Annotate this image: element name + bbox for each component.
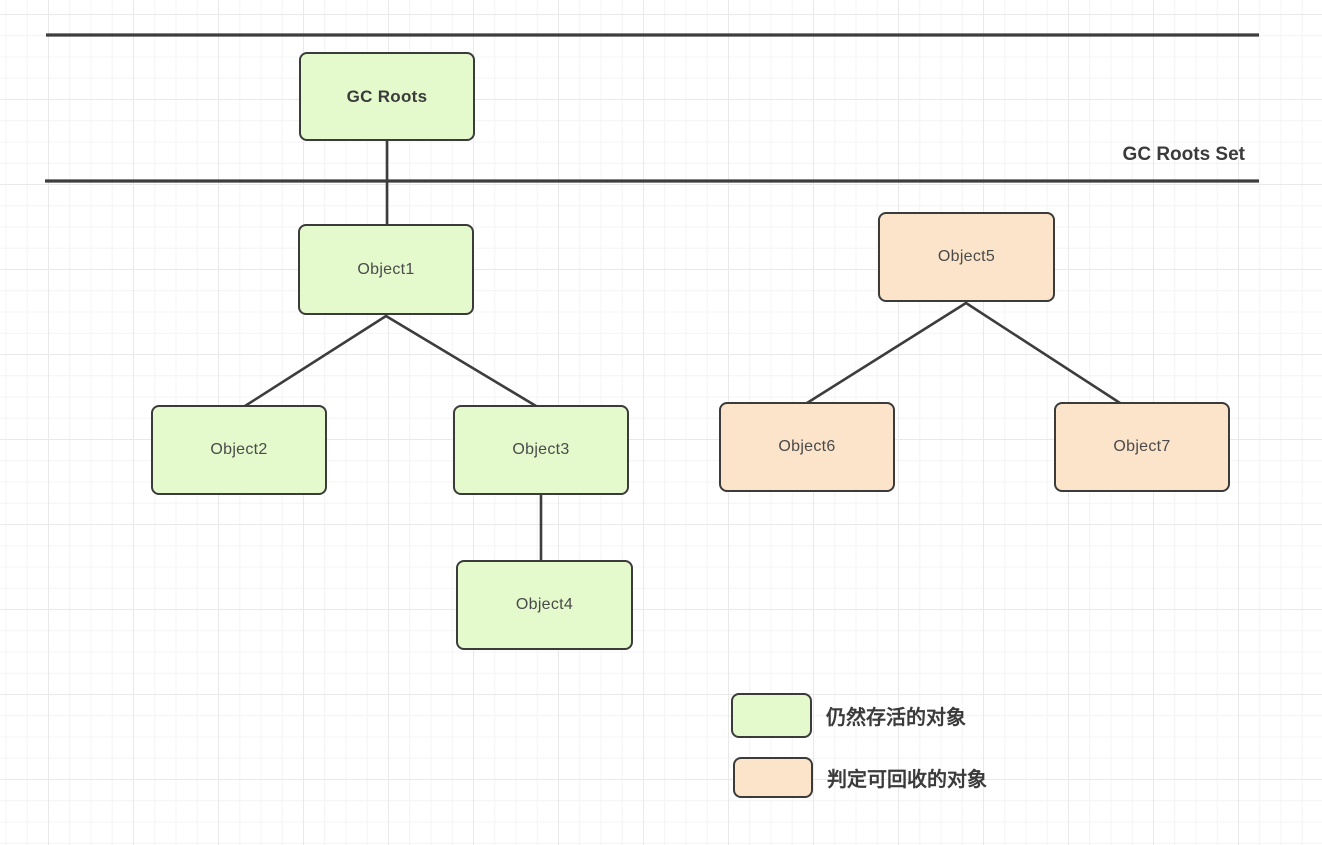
legend-swatch-alive <box>731 693 812 738</box>
node-object5: Object5 <box>878 212 1055 302</box>
node-object1: Object1 <box>298 224 474 315</box>
node-object7-label: Object7 <box>1113 438 1171 455</box>
node-object7: Object7 <box>1054 402 1230 492</box>
legend-item-alive: 仍然存活的对象 <box>731 693 966 738</box>
legend-label-alive: 仍然存活的对象 <box>826 707 966 729</box>
node-object3-label: Object3 <box>512 441 570 458</box>
node-gc-roots-label: GC Roots <box>346 86 428 106</box>
edge-object1-object2 <box>243 314 388 408</box>
node-object4-label: Object4 <box>515 596 574 613</box>
node-gc-roots: GC Roots <box>299 52 475 141</box>
node-object6: Object6 <box>719 402 895 492</box>
edge-object1-object3 <box>384 314 538 408</box>
gc-roots-set-label: GC Roots Set <box>1122 144 1245 165</box>
node-object2: Object2 <box>151 405 327 495</box>
node-object5-label: Object5 <box>937 248 996 265</box>
node-object4: Object4 <box>456 560 633 650</box>
edge-object5-object6 <box>805 301 968 405</box>
node-object1-label: Object1 <box>357 260 415 278</box>
node-object3: Object3 <box>453 405 629 495</box>
legend-swatch-recyclable <box>733 757 813 798</box>
legend-item-recyclable: 判定可回收的对象 <box>733 757 987 798</box>
node-object6-label: Object6 <box>778 438 836 455</box>
legend-label-recyclable: 判定可回收的对象 <box>827 769 987 791</box>
edge-object5-object7 <box>964 301 1122 405</box>
node-object2-label: Object2 <box>210 441 268 458</box>
